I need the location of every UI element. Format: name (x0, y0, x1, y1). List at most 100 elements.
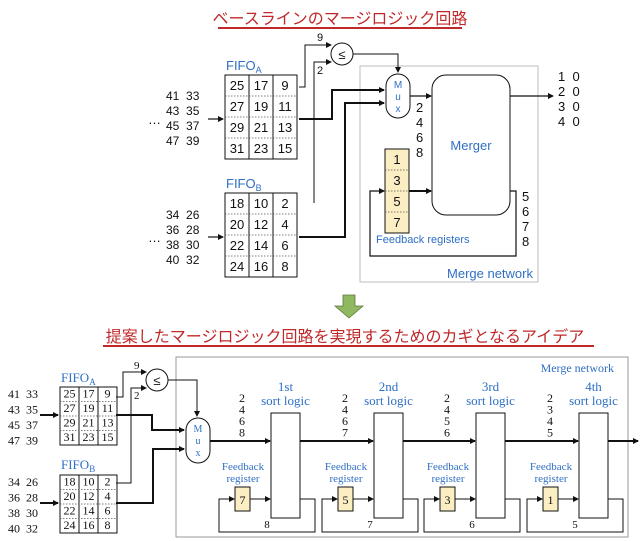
incoming-value: 47 39 (8, 434, 38, 448)
fifo-cell: 24 (64, 518, 76, 532)
fifo-cell: 19 (83, 401, 95, 415)
stage-input-value: 5 (444, 414, 450, 428)
incoming-value: 45 37 (8, 418, 38, 432)
incoming-value: 40 32 (8, 522, 38, 536)
fifo-cell: 13 (102, 415, 114, 429)
fifo-cell: 29 (64, 415, 76, 429)
fifo-cell: 25 (64, 386, 76, 400)
sort-logic-box (373, 412, 404, 519)
fifo-cell: 17 (83, 386, 95, 400)
incoming-value: 45 37 (166, 119, 200, 133)
top-ellipsis-a: … (148, 112, 161, 127)
fifo-cell: 16 (83, 518, 95, 532)
value-label: 6 (522, 204, 529, 219)
loop-value: 7 (367, 519, 373, 531)
stage-input-value: 4 (444, 403, 450, 417)
feedback-register-value: 5 (393, 194, 400, 209)
value-label: 1 0 (558, 69, 580, 84)
fifo-cell: 6 (281, 238, 288, 253)
fifo-cell: 2 (105, 474, 111, 488)
fifo-cell: 31 (230, 141, 244, 156)
fifo-cell: 10 (254, 196, 268, 211)
top-feedback-label: Feedback registers (376, 234, 470, 246)
top-output-values: 1 02 03 04 0 (558, 69, 580, 129)
value-label: 3 0 (558, 99, 580, 114)
incoming-value: 36 28 (166, 223, 200, 237)
value-label: 8 (416, 145, 423, 160)
incoming-value: 34 26 (8, 475, 38, 489)
stage-input-value: 4 (239, 403, 245, 417)
fifo-cell: 23 (83, 430, 95, 444)
fifo-cell: 14 (83, 503, 95, 517)
bottom-cmp-in-b: 2 (134, 390, 140, 402)
incoming-value: 43 35 (8, 403, 38, 417)
fifo-cell: 22 (230, 238, 244, 253)
stage-input-value: 8 (239, 426, 245, 440)
fifo-cell: 12 (83, 489, 95, 503)
value-label: 6 (416, 130, 423, 145)
sort-logic-name: 2nd (379, 379, 399, 394)
feedback-register-value: 7 (393, 215, 400, 230)
bottom-fifo-a-label: FIFOA (61, 370, 96, 387)
bottom-mux-letter: x (196, 448, 201, 459)
top-title: ベースラインのマージロジック回路 (213, 9, 468, 28)
fifo-cell: 20 (64, 489, 76, 503)
stage-input-value: 7 (342, 426, 348, 440)
fifo-cell: 4 (281, 217, 288, 232)
bottom-merge-network-box (175, 356, 629, 538)
feedback-register-value: 7 (240, 493, 246, 507)
top-merger (431, 74, 511, 216)
feedback-register-value: 1 (393, 152, 400, 167)
top-cmp-in-b: 2 (317, 65, 323, 77)
incoming-value: 41 33 (166, 89, 200, 103)
fifo-cell: 14 (254, 238, 268, 253)
bottom-fifo-b-to-mux (116, 446, 185, 504)
top-fifo-a-label: FIFOA (226, 58, 262, 75)
top-ellipsis-b: … (148, 230, 161, 245)
feedback-register-value: 5 (343, 493, 349, 507)
fifo-cell: 29 (230, 120, 244, 135)
fifo-cell: 16 (254, 259, 268, 274)
value-label: 7 (522, 219, 529, 234)
top-merger-label: Merger (450, 138, 492, 153)
fifo-cell: 2 (281, 196, 288, 211)
sort-logic-name: sort logic (261, 393, 310, 408)
fifo-cell: 8 (105, 518, 111, 532)
stage-input-value: 2 (444, 391, 450, 405)
incoming-value: 47 39 (166, 134, 200, 148)
top-cmp-in-a: 9 (317, 32, 323, 44)
incoming-value: 43 35 (166, 104, 200, 118)
incoming-value: 36 28 (8, 491, 38, 505)
bottom-fifo-b-label: FIFOB (61, 457, 95, 474)
top-section: ベースラインのマージロジック回路 Merge network FIFOA 2 5 1… (148, 9, 580, 283)
stage-input-value: 6 (444, 426, 450, 440)
fifo-cell: 17 (254, 78, 268, 93)
top-fifo-b-to-mux (299, 100, 385, 238)
fifo-cell: 24 (230, 259, 244, 274)
fifo-cell: 21 (83, 415, 95, 429)
top-merge-network-label: Merge network (447, 266, 533, 281)
fifo-cell: 4 (105, 489, 111, 503)
incoming-value: 40 32 (166, 253, 200, 267)
incoming-value: 38 30 (166, 238, 200, 252)
bottom-cmp-wire-b (116, 385, 147, 484)
fifo-cell: 11 (278, 99, 292, 114)
sort-logic-box (270, 412, 301, 519)
feedback-loop-wire (423, 496, 521, 533)
sort-logic-name: 4th (585, 379, 602, 394)
top-merge-network-box (359, 65, 539, 283)
bottom-section: 提案したマージロジック回路を実現するためのカギとなるアイデア Merge net… (8, 327, 639, 538)
top-fifo-a-to-mux (299, 87, 385, 120)
value-label: 5 (522, 189, 529, 204)
stage-input-value: 4 (342, 403, 348, 417)
feedback-register-label: register (227, 473, 260, 485)
sort-logic-name: sort logic (364, 393, 413, 408)
sort-logic-name: sort logic (466, 393, 515, 408)
